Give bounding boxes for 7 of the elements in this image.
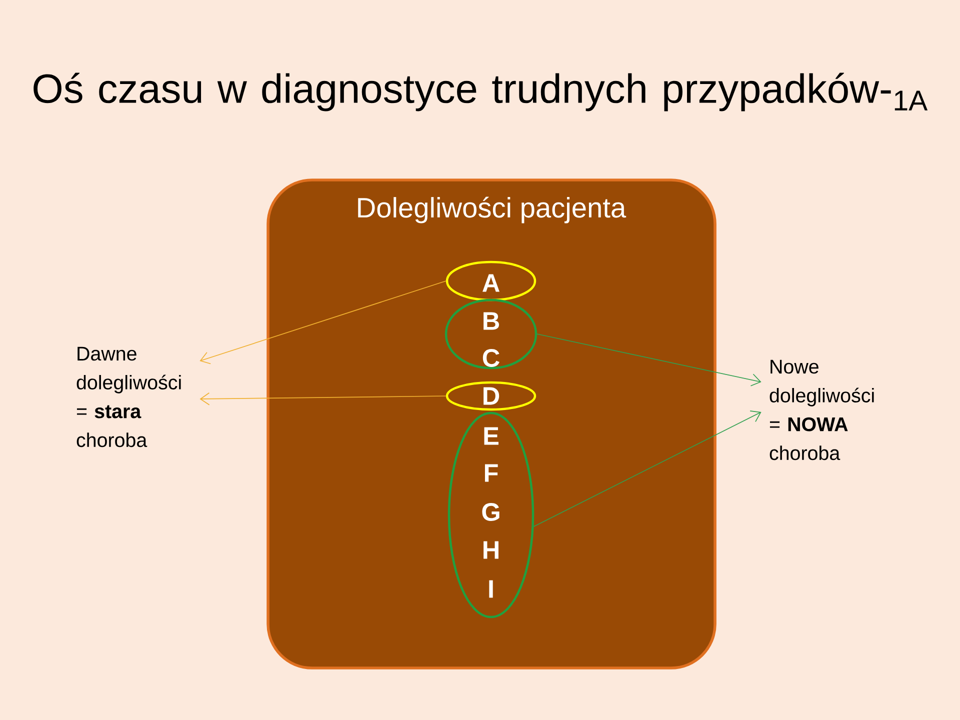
side-note: Nowe dolegliwości = NOWA choroba: [770, 360, 874, 460]
side-note: Dawne dolegliwości = stara choroba: [76, 346, 181, 448]
arrow: [200, 392, 446, 406]
arrow: [536, 334, 762, 386]
arrow: [533, 410, 762, 527]
slide-title: Oś czasu w diagnostyce trudnych przypadków-$_{1A}$: [34, 72, 928, 112]
arrow: [200, 280, 446, 364]
